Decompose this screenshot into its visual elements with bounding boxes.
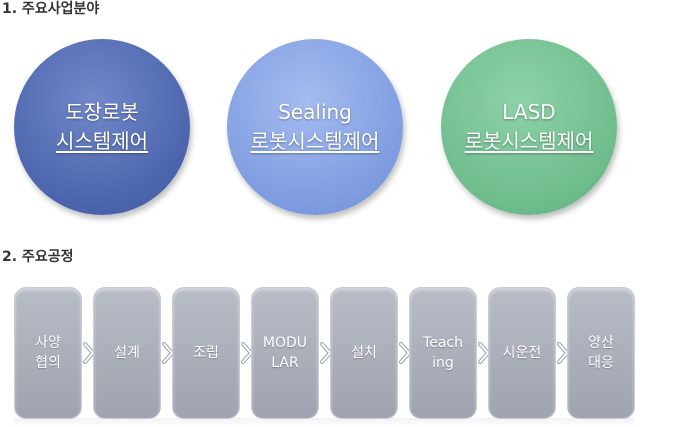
process-step-mass-production: 양산 대응 xyxy=(567,287,635,419)
process-step-assembly: 조립 xyxy=(172,287,240,419)
business-circle-sealing-robot: Sealing 로봇시스템제어 xyxy=(227,39,403,215)
process-step-label: 설계 xyxy=(114,345,140,361)
process-step-label: 조립 xyxy=(193,345,219,361)
process-step-spec: 사양 협의 xyxy=(14,287,82,419)
process-reflection xyxy=(14,418,634,427)
process-step-label: Teach xyxy=(423,335,463,351)
business-label-line: 로봇시스템제어 xyxy=(464,129,594,153)
business-label-line: 시스템제어 xyxy=(56,129,148,153)
process-step-modular: MODU LAR xyxy=(251,287,319,419)
process-step-label: 사양 xyxy=(35,335,61,351)
process-step-label: MODU xyxy=(262,335,308,351)
business-label-line: LASD xyxy=(502,100,556,124)
section-title-process: 2. 주요공정 xyxy=(2,249,74,265)
process-step-trial-run: 시운전 xyxy=(488,287,556,419)
business-label-line: Sealing xyxy=(278,100,352,124)
business-circle-lasd-robot: LASD 로봇시스템제어 xyxy=(441,39,617,215)
process-step-label: 대응 xyxy=(588,355,614,371)
process-step-label: 협의 xyxy=(35,355,61,371)
process-step-teaching: Teach ing xyxy=(409,287,477,419)
business-label-line: 로봇시스템제어 xyxy=(250,129,380,153)
process-step-label: ing xyxy=(432,355,454,371)
business-circle-painting-robot: 도장로봇 시스템제어 xyxy=(14,39,190,215)
process-step-label: 시운전 xyxy=(502,345,542,361)
process-step-label: 설치 xyxy=(351,345,377,361)
section-title-business: 1. 주요사업분야 xyxy=(2,1,100,17)
process-step-label: LAR xyxy=(271,355,299,371)
process-step-label: 양산 xyxy=(588,335,614,351)
process-step-design: 설계 xyxy=(93,287,161,419)
business-label-line: 도장로봇 xyxy=(65,100,139,124)
process-step-installation: 설치 xyxy=(330,287,398,419)
